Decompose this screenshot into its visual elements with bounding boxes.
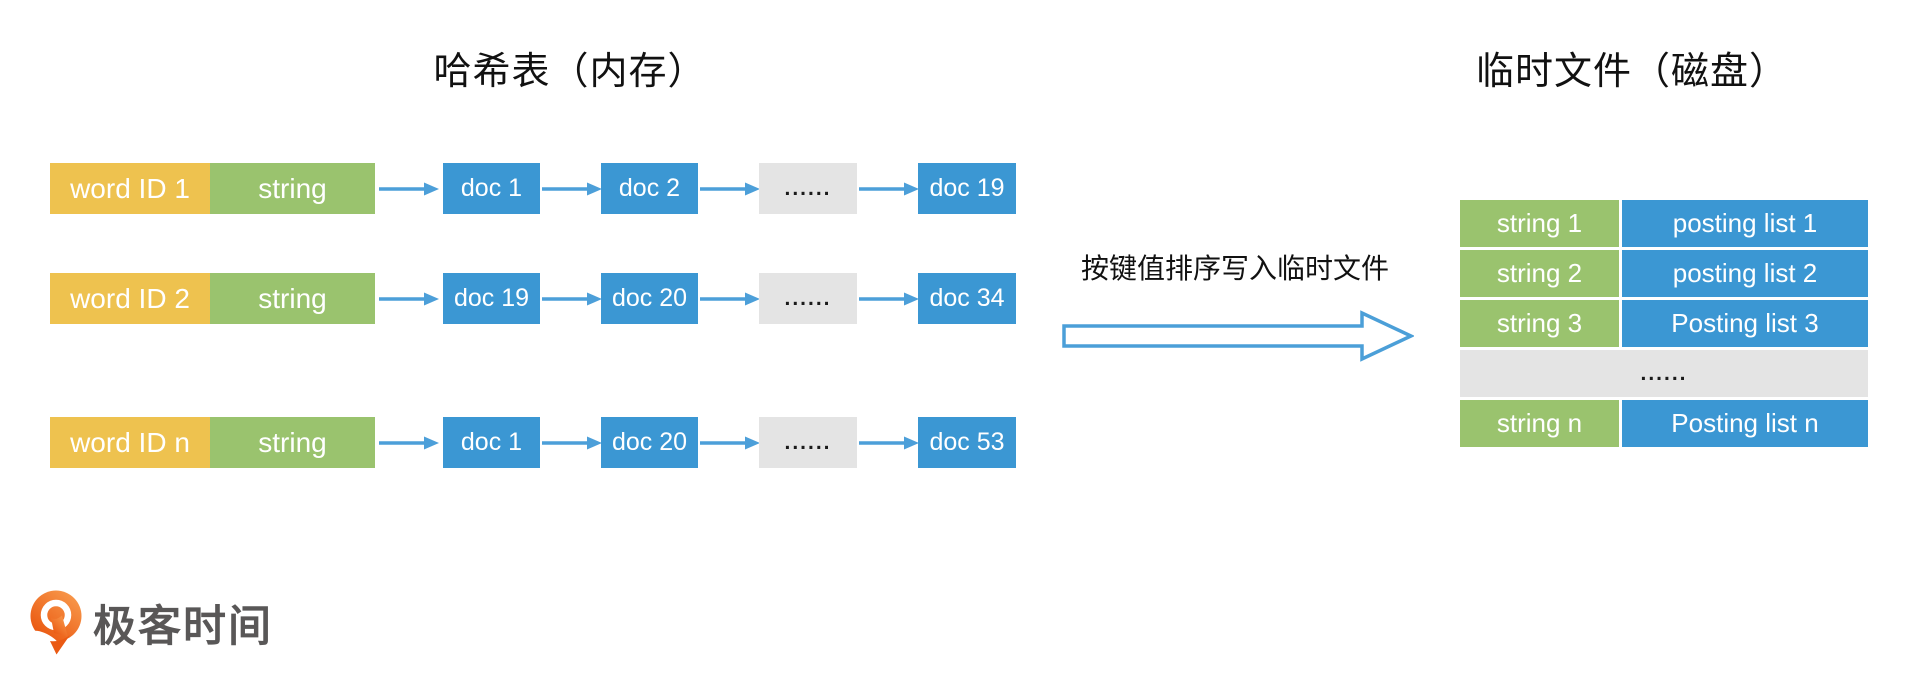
table-row: string 3 Posting list 3 — [1460, 300, 1868, 347]
doc-node: doc 53 — [918, 417, 1016, 468]
doc-node: doc 20 — [601, 417, 698, 468]
string-key-cell: string 2 — [1460, 250, 1619, 297]
link-arrow-icon — [542, 436, 602, 450]
link-arrow-icon — [542, 292, 602, 306]
word-id-cell: word ID n — [50, 417, 210, 468]
hash-table-row: word ID n string doc 1 doc 20 ...... doc… — [50, 417, 1016, 468]
doc-node: doc 19 — [918, 163, 1016, 214]
link-arrow-icon — [379, 436, 439, 450]
hash-table-title: 哈希表（内存） — [433, 51, 707, 93]
string-key-cell: string n — [1460, 400, 1619, 447]
link-arrow-icon — [379, 182, 439, 196]
link-arrow-icon — [700, 292, 760, 306]
posting-list-cell: Posting list 3 — [1622, 300, 1868, 347]
link-arrow-icon — [379, 292, 439, 306]
doc-node: doc 20 — [601, 273, 698, 324]
link-arrow-icon — [542, 182, 602, 196]
transfer-arrow-icon — [1062, 310, 1414, 362]
ellipsis-node: ...... — [759, 273, 857, 324]
doc-node: doc 19 — [443, 273, 540, 324]
string-cell: string — [210, 163, 375, 214]
posting-list-cell: posting list 1 — [1622, 200, 1868, 247]
doc-node: doc 1 — [443, 417, 540, 468]
table-row: string 2 posting list 2 — [1460, 250, 1868, 297]
link-arrow-icon — [700, 436, 760, 450]
word-id-cell: word ID 1 — [50, 163, 210, 214]
posting-list-cell: Posting list n — [1622, 400, 1868, 447]
string-cell: string — [210, 273, 375, 324]
string-key-cell: string 3 — [1460, 300, 1619, 347]
ellipsis-node: ...... — [759, 417, 857, 468]
hash-table-row: word ID 1 string doc 1 doc 2 ...... doc … — [50, 163, 1016, 214]
temp-file-table: string 1 posting list 1 string 2 posting… — [1460, 200, 1868, 450]
doc-node: doc 2 — [601, 163, 698, 214]
ellipsis-node: ...... — [759, 163, 857, 214]
temp-file-title: 临时文件（磁盘） — [1475, 51, 1788, 93]
table-row: string n Posting list n — [1460, 400, 1868, 447]
string-cell: string — [210, 417, 375, 468]
hash-table-row: word ID 2 string doc 19 doc 20 ...... do… — [50, 273, 1016, 324]
ellipsis-cell: ...... — [1460, 350, 1868, 397]
doc-node: doc 1 — [443, 163, 540, 214]
table-row: string 1 posting list 1 — [1460, 200, 1868, 247]
geektime-logo-text: 极客时间 — [93, 603, 273, 651]
link-arrow-icon — [700, 182, 760, 196]
string-key-cell: string 1 — [1460, 200, 1619, 247]
link-arrow-icon — [859, 182, 919, 196]
link-arrow-icon — [859, 436, 919, 450]
geektime-logo: 极客时间 — [28, 590, 273, 656]
transfer-label: 按键值排序写入临时文件 — [1080, 253, 1389, 284]
table-ellipsis-row: ...... — [1460, 350, 1868, 397]
doc-node: doc 34 — [918, 273, 1016, 324]
posting-list-cell: posting list 2 — [1622, 250, 1868, 297]
geektime-logo-icon — [30, 590, 82, 655]
word-id-cell: word ID 2 — [50, 273, 210, 324]
link-arrow-icon — [859, 292, 919, 306]
